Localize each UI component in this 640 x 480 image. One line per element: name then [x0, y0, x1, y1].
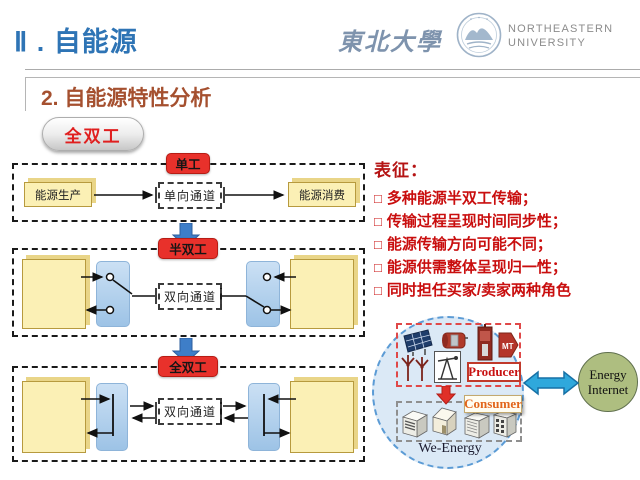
left-interface-panel	[96, 383, 128, 451]
university-name-line1: NORTHEASTERN	[508, 23, 614, 35]
square-bullet-icon: □	[374, 191, 382, 206]
characteristics-heading: 表征：	[374, 161, 428, 180]
header-divider	[25, 69, 640, 70]
consumer-label: Consumer	[464, 395, 522, 413]
office-building-icon	[463, 412, 491, 439]
red-down-arrow-icon	[436, 386, 456, 405]
house-icon	[432, 407, 457, 436]
bidirectional-arrow-icon	[523, 370, 580, 396]
left-switch-panel	[96, 261, 130, 327]
energy-consumer-box: 能源消费	[288, 182, 356, 207]
factory-building-icon	[402, 410, 428, 438]
energy-internet-circle: Energy Internet	[578, 352, 638, 412]
right-energy-node	[290, 381, 354, 453]
university-logo-english: NORTHEASTERN UNIVERSITY	[508, 22, 613, 50]
section-subtitle: 2. 自能源特性分析	[41, 87, 212, 110]
energy-internet-line1: Energy	[589, 367, 627, 382]
list-item: □ 能源传输方向可能不同；	[374, 233, 636, 256]
right-interface-panel	[248, 383, 280, 451]
wind-turbine-icon	[401, 355, 429, 381]
left-energy-node	[22, 381, 86, 453]
mt-label: MT	[502, 342, 514, 351]
university-name-line2: UNIVERSITY	[508, 37, 587, 49]
full-duplex-pill: 全双工	[42, 117, 144, 151]
we-energy-label: We-Energy	[418, 441, 482, 456]
square-bullet-icon: □	[374, 214, 382, 229]
full-duplex-badge: 全双工	[158, 356, 218, 377]
two-way-channel-box: 双向通道	[158, 283, 222, 310]
simplex-badge: 单工	[166, 153, 210, 174]
trait-text: 传输过程呈现时间同步性；	[386, 213, 567, 230]
energy-producer-box: 能源生产	[24, 182, 92, 207]
two-way-channel-box: 双向通道	[158, 398, 222, 425]
producer-group-box	[396, 323, 521, 387]
subtitle-box: 2. 自能源特性分析	[25, 77, 640, 111]
generator-icon	[442, 332, 468, 349]
trait-text: 能源供需整体呈现归一性；	[386, 259, 567, 276]
consumer-group-box	[396, 401, 522, 442]
right-energy-node	[290, 259, 354, 329]
list-item: □ 能源供需整体呈现归一性；	[374, 256, 636, 279]
characteristics-panel: 表征： □ 多种能源半双工传输； □ 传输过程呈现时间同步性； □ 能源传输方向可能不…	[374, 156, 636, 302]
list-item: □ 多种能源半双工传输；	[374, 187, 636, 210]
list-item: □ 同时担任买家/卖家两种角色	[374, 279, 636, 302]
oil-pump-icon	[434, 351, 461, 383]
boiler-tower-icon	[477, 324, 493, 361]
square-bullet-icon: □	[374, 260, 382, 275]
page-title: Ⅱ . 自能源	[14, 27, 138, 57]
producer-label: Producer	[467, 362, 521, 382]
trait-text: 能源传输方向可能不同；	[386, 236, 552, 253]
trait-text: 多种能源半双工传输；	[386, 190, 537, 207]
university-emblem-icon	[456, 12, 502, 63]
right-switch-panel	[246, 261, 280, 327]
energy-internet-line2: Internet	[587, 382, 629, 397]
left-energy-node	[22, 259, 86, 329]
micro-turbine-icon: MT	[498, 332, 519, 358]
square-bullet-icon: □	[374, 237, 382, 252]
list-item: □ 传输过程呈现时间同步性；	[374, 210, 636, 233]
university-logo-chinese: 東北大學	[338, 30, 442, 56]
one-way-channel-box: 单向通道	[158, 182, 222, 209]
energy-internet-label: Energy Internet	[588, 367, 628, 397]
half-duplex-badge: 半双工	[158, 238, 218, 259]
trait-text: 同时担任买家/卖家两种角色	[386, 282, 572, 299]
solar-panel-icon	[403, 329, 433, 356]
square-bullet-icon: □	[374, 283, 382, 298]
